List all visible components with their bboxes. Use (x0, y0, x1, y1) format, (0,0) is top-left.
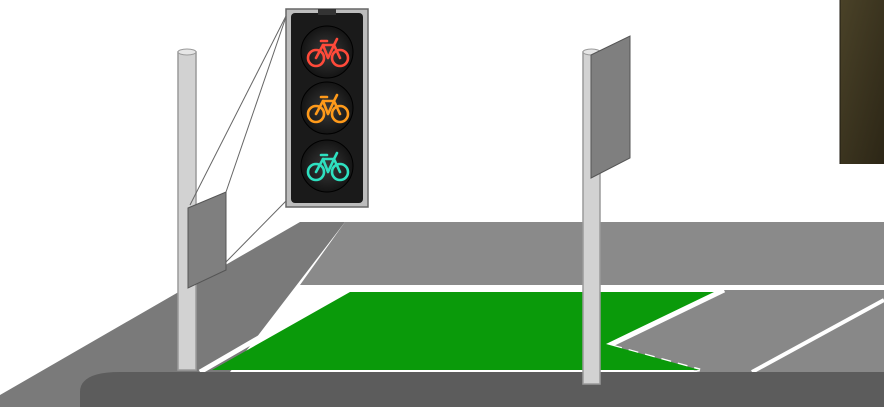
photo-inset (840, 0, 884, 164)
zoom-line-top (190, 14, 287, 205)
left-pole-cap (178, 49, 196, 55)
zoom-line-inner (226, 14, 287, 192)
curb (80, 372, 884, 407)
bicycle-traffic-signal (286, 9, 368, 207)
signal-light-amber (301, 82, 353, 134)
signal-light-green (301, 140, 353, 192)
signal-light-red (301, 26, 353, 78)
right-pole-sign (591, 36, 630, 178)
